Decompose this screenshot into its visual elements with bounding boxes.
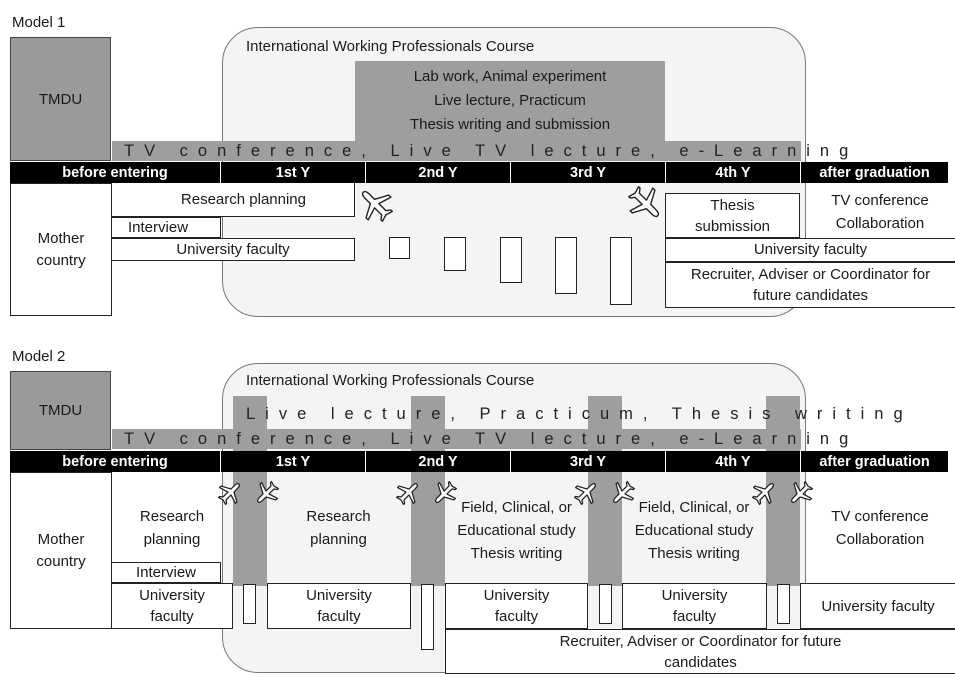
model2-recruiter-label: Recruiter, Adviser or Coordinator for fu… xyxy=(559,632,842,671)
model2-year-3: 3rd Y xyxy=(510,451,665,472)
model1-visit-rect-3 xyxy=(500,237,522,283)
model2-gray-gap xyxy=(588,472,622,586)
model1-lab-line1: Lab work, Animal experiment xyxy=(413,68,607,85)
airplane-icon xyxy=(216,479,244,512)
model2-mother-country: Mother country xyxy=(10,472,112,629)
model1-lab-line3: Thesis writing and submission xyxy=(409,116,611,133)
model1-thesis-submission: Thesis submission xyxy=(665,193,800,238)
model2-year-after: after graduation xyxy=(800,451,948,472)
model1-university-faculty-right-label: University faculty xyxy=(753,241,868,258)
model1-visit-rect-5 xyxy=(610,237,632,305)
model1-research-planning-label: Research planning xyxy=(180,190,306,208)
model2-interview-label: Interview xyxy=(135,563,197,581)
model1-mother-country: Mother country xyxy=(10,183,112,316)
model2-university-faculty-3-label: University faculty xyxy=(483,587,550,625)
model1-visit-rect-2 xyxy=(444,237,466,271)
airplane-icon xyxy=(787,479,815,512)
model2-research-planning-2-label: Research planning xyxy=(306,508,371,548)
model2-gray-gap xyxy=(766,472,800,586)
model1-lab-line2: Live lecture, Practicum xyxy=(434,92,586,109)
model2-year-2: 2nd Y xyxy=(365,451,510,472)
model1-mother-label: Mother country xyxy=(36,229,86,269)
model1-university-faculty-right: University faculty xyxy=(665,238,955,262)
airplane-icon xyxy=(625,183,665,228)
model2-interview: Interview xyxy=(111,562,221,583)
airplane-icon xyxy=(750,479,778,512)
model1-lab-block xyxy=(355,61,665,141)
model1-university-faculty-left: University faculty xyxy=(111,238,355,261)
airplane-icon xyxy=(394,479,422,512)
model2-university-faculty-2: University faculty xyxy=(267,583,411,629)
model2-title: Model 2 xyxy=(12,348,66,365)
model2-recruiter: Recruiter, Adviser or Coordinator for fu… xyxy=(445,629,955,674)
model1-tv-conf-collab: TV conference Collaboration xyxy=(800,188,955,236)
airplane-icon xyxy=(572,479,600,512)
model2-university-faculty-2-label: University faculty xyxy=(306,587,372,625)
model2-visit-rect xyxy=(777,584,790,624)
model1-tv-conf-collab-label: TV conference Collaboration xyxy=(831,192,929,232)
model2-band-text: TV conference, Live TV lecture, e-Learni… xyxy=(124,430,859,448)
model2-band-top-text: Live lecture, Practicum, Thesis writing xyxy=(246,405,913,423)
model1-research-planning: Research planning xyxy=(111,183,355,217)
model2-visit-rect xyxy=(243,584,256,624)
model2-gray-gap xyxy=(411,472,445,586)
model1-year-bar: before entering 1st Y 2nd Y 3rd Y 4th Y … xyxy=(10,162,948,183)
model1-course-title: International Working Professionals Cour… xyxy=(246,38,535,55)
model2-year-before: before entering xyxy=(62,453,168,470)
model1-visit-rect-1 xyxy=(389,237,410,259)
model2-field-study-2: Field, Clinical, or Educational study Th… xyxy=(622,482,766,578)
model2-university-faculty-1-label: University faculty xyxy=(139,587,205,625)
model1-year-after: after graduation xyxy=(800,162,948,183)
model2-tv-conf-collab-label: TV conference Collaboration xyxy=(831,508,929,548)
model1-year-3: 3rd Y xyxy=(510,162,665,183)
model2-university-faculty-3: University faculty xyxy=(445,583,588,629)
model1-band-text: TV conference, Live TV lecture, e-Learni… xyxy=(124,142,859,160)
model1-interview: Interview xyxy=(111,217,221,238)
model1-tmdu: TMDU xyxy=(10,37,111,161)
airplane-icon xyxy=(253,479,281,512)
model2-university-faculty-4: University faculty xyxy=(622,583,767,629)
model2-visit-rect xyxy=(421,584,434,650)
model2-tmdu-label: TMDU xyxy=(38,402,83,419)
model1-band-background xyxy=(112,141,801,161)
model2-research-planning-2: Research planning xyxy=(267,502,410,554)
model1-tmdu-label: TMDU xyxy=(38,90,83,108)
model2-year-bar: before entering 1st Y 2nd Y 3rd Y 4th Y … xyxy=(10,451,948,472)
model2-university-faculty-4-label: University faculty xyxy=(661,587,728,625)
model1-title: Model 1 xyxy=(12,14,66,31)
model2-visit-rect xyxy=(599,584,612,624)
model2-university-faculty-5-label: University faculty xyxy=(821,597,935,615)
model1-year-2: 2nd Y xyxy=(365,162,510,183)
model2-field-study-2-label: Field, Clinical, or Educational study Th… xyxy=(634,498,754,562)
model1-year-4: 4th Y xyxy=(665,162,800,183)
model2-year-1: 1st Y xyxy=(220,451,365,472)
model1-year-1: 1st Y xyxy=(220,162,365,183)
airplane-icon xyxy=(356,185,396,230)
model1-interview-label: Interview xyxy=(128,218,189,236)
model1-year-before: before entering xyxy=(62,164,168,181)
model1-recruiter-label: Recruiter, Adviser or Coordinator for fu… xyxy=(690,266,931,304)
model2-mother-label: Mother country xyxy=(36,530,86,570)
model2-year-4: 4th Y xyxy=(665,451,800,472)
model2-university-faculty-5: University faculty xyxy=(800,583,955,629)
model2-band-background xyxy=(112,429,801,449)
model2-tv-conf-collab: TV conference Collaboration xyxy=(800,502,955,554)
model2-field-study-1: Field, Clinical, or Educational study Th… xyxy=(445,482,588,578)
model2-research-planning-1: Research planning xyxy=(112,502,232,554)
airplane-icon xyxy=(609,479,637,512)
model1-recruiter: Recruiter, Adviser or Coordinator for fu… xyxy=(665,262,955,308)
airplane-icon xyxy=(431,479,459,512)
model1-university-faculty-left-label: University faculty xyxy=(176,240,290,258)
model2-field-study-1-label: Field, Clinical, or Educational study Th… xyxy=(457,498,576,562)
model2-course-title: International Working Professionals Cour… xyxy=(246,372,535,389)
model2-research-planning-1-label: Research planning xyxy=(139,508,205,548)
model2-tmdu: TMDU xyxy=(10,371,111,450)
model1-visit-rect-4 xyxy=(555,237,577,294)
model2-university-faculty-1: University faculty xyxy=(111,583,233,629)
model2-gray-gap xyxy=(233,472,267,586)
model1-thesis-submission-label: Thesis submission xyxy=(694,196,771,235)
